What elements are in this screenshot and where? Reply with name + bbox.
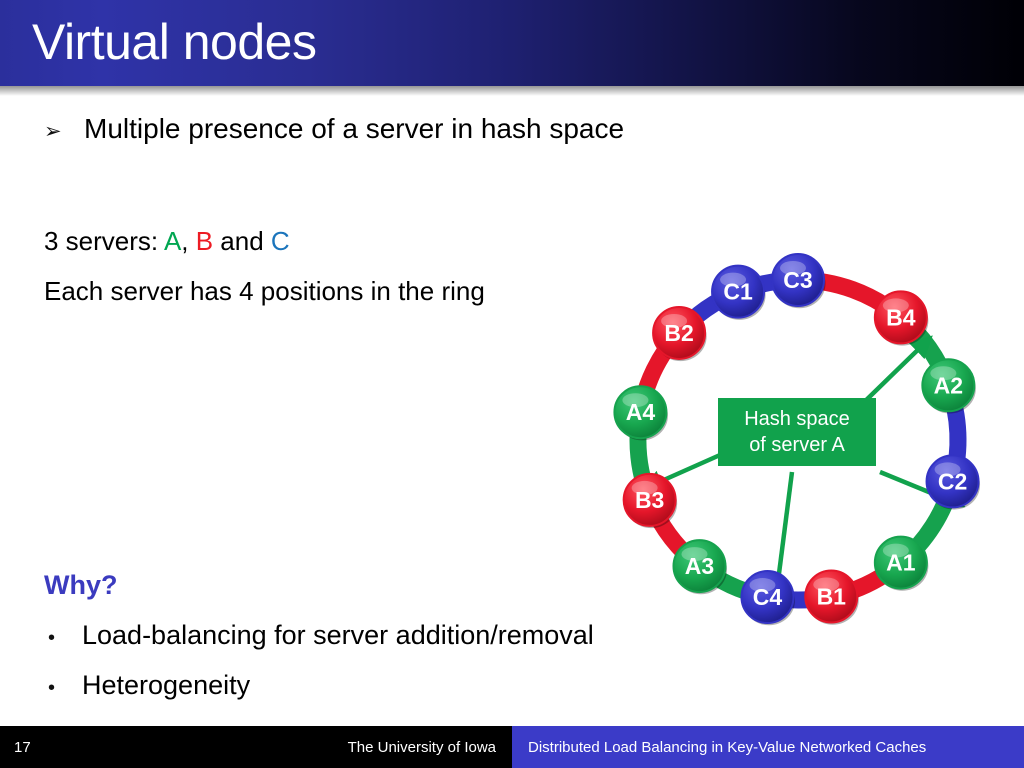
- node-highlight: [882, 298, 909, 313]
- node-label-a1: A1: [886, 550, 916, 576]
- node-label-b2: B2: [664, 320, 693, 346]
- node-label-a2: A2: [934, 372, 963, 398]
- ring-node-c2[interactable]: C2: [925, 454, 981, 510]
- positions-line: Each server has 4 positions in the ring: [44, 276, 485, 306]
- node-circle: [771, 253, 825, 307]
- hash-space-callout-line1: Hash space: [744, 408, 850, 430]
- server-b-letter: B: [195, 226, 214, 256]
- ring-node-a2[interactable]: A2: [921, 358, 976, 414]
- node-label-c2: C2: [938, 468, 967, 494]
- node-circle: [672, 539, 727, 594]
- bullet-text-multiple-presence: Multiple presence of a server in hash sp…: [84, 113, 625, 144]
- node-highlight: [930, 366, 957, 381]
- node-label-c1: C1: [723, 279, 753, 305]
- footer-talk-title: Distributed Load Balancing in Key-Value …: [528, 738, 927, 756]
- servers-line-sep2: and: [213, 226, 271, 256]
- node-circle: [873, 535, 928, 590]
- node-label-a4: A4: [626, 399, 656, 425]
- ring-node-b4[interactable]: B4: [873, 290, 929, 346]
- node-highlight: [934, 462, 961, 477]
- server-c-letter: C: [270, 226, 290, 256]
- node-circle: [652, 305, 707, 360]
- ring-node-b2[interactable]: B2: [652, 305, 707, 362]
- node-highlight: [622, 393, 649, 408]
- servers-line-sep1: ,: [181, 226, 196, 256]
- node-highlight: [749, 578, 776, 593]
- node-highlight: [661, 313, 688, 328]
- node-circle: [873, 290, 928, 345]
- node-highlight: [882, 543, 909, 558]
- title-bar-shadow: [0, 86, 1024, 96]
- why-item-heterogeneity-text: Heterogeneity: [82, 670, 251, 700]
- ring-node-a4[interactable]: A4: [613, 385, 668, 441]
- node-label-b4: B4: [886, 304, 916, 330]
- node-highlight: [780, 261, 806, 275]
- server-a-letter: A: [163, 226, 182, 256]
- node-circle: [804, 569, 859, 624]
- ring-node-b1[interactable]: B1: [804, 569, 859, 625]
- why-item-load-balancing: • Load-balancing for server addition/rem…: [44, 618, 594, 655]
- servers-line: 3 servers: A, B and C: [44, 225, 290, 257]
- node-label-c4: C4: [753, 584, 783, 610]
- ring-node-a1[interactable]: A1: [873, 535, 929, 591]
- ring-node-c3[interactable]: C3: [771, 253, 826, 309]
- ring-node-c1[interactable]: C1: [711, 264, 766, 320]
- node-circle: [925, 454, 980, 509]
- node-highlight: [631, 480, 658, 495]
- hash-space-callout: Hash space of server A: [718, 398, 876, 466]
- node-label-b3: B3: [635, 487, 664, 513]
- ring-node-b3[interactable]: B3: [622, 472, 678, 529]
- ring-node-c4[interactable]: C4: [740, 570, 795, 626]
- hash-space-callout-line2: of server A: [749, 434, 845, 456]
- node-highlight: [681, 547, 708, 562]
- dot-bullet-icon: •: [48, 627, 56, 649]
- page-title: Virtual nodes: [32, 14, 317, 70]
- node-circle: [622, 472, 677, 527]
- ring-node-a3[interactable]: A3: [672, 539, 727, 595]
- why-item-load-balancing-text: Load-balancing for server addition/remov…: [82, 620, 594, 650]
- footer-organization: The University of Iowa: [347, 738, 496, 756]
- node-circle: [613, 385, 668, 440]
- servers-line-prefix: 3 servers:: [44, 226, 164, 256]
- node-label-b1: B1: [817, 584, 847, 610]
- footer-right-band: [512, 726, 1024, 768]
- node-label-c3: C3: [783, 267, 812, 293]
- node-circle: [921, 358, 976, 413]
- arrow-bullet-icon: ➢: [44, 120, 62, 143]
- dot-bullet-icon: •: [48, 677, 56, 699]
- title-bar: [0, 0, 1024, 86]
- node-highlight: [813, 577, 840, 592]
- node-circle: [711, 264, 766, 319]
- bullet-row-multiple-presence: ➢ Multiple presence of a server in hash …: [44, 112, 624, 149]
- arrow-to-a2-arc: [856, 335, 933, 410]
- slide-number: 17: [14, 738, 31, 756]
- why-heading: Why?: [44, 570, 118, 600]
- node-label-a3: A3: [685, 553, 714, 579]
- why-item-heterogeneity: • Heterogeneity: [44, 668, 250, 705]
- node-circle: [740, 570, 795, 625]
- node-highlight: [720, 272, 747, 287]
- footer-left-band: [0, 726, 512, 768]
